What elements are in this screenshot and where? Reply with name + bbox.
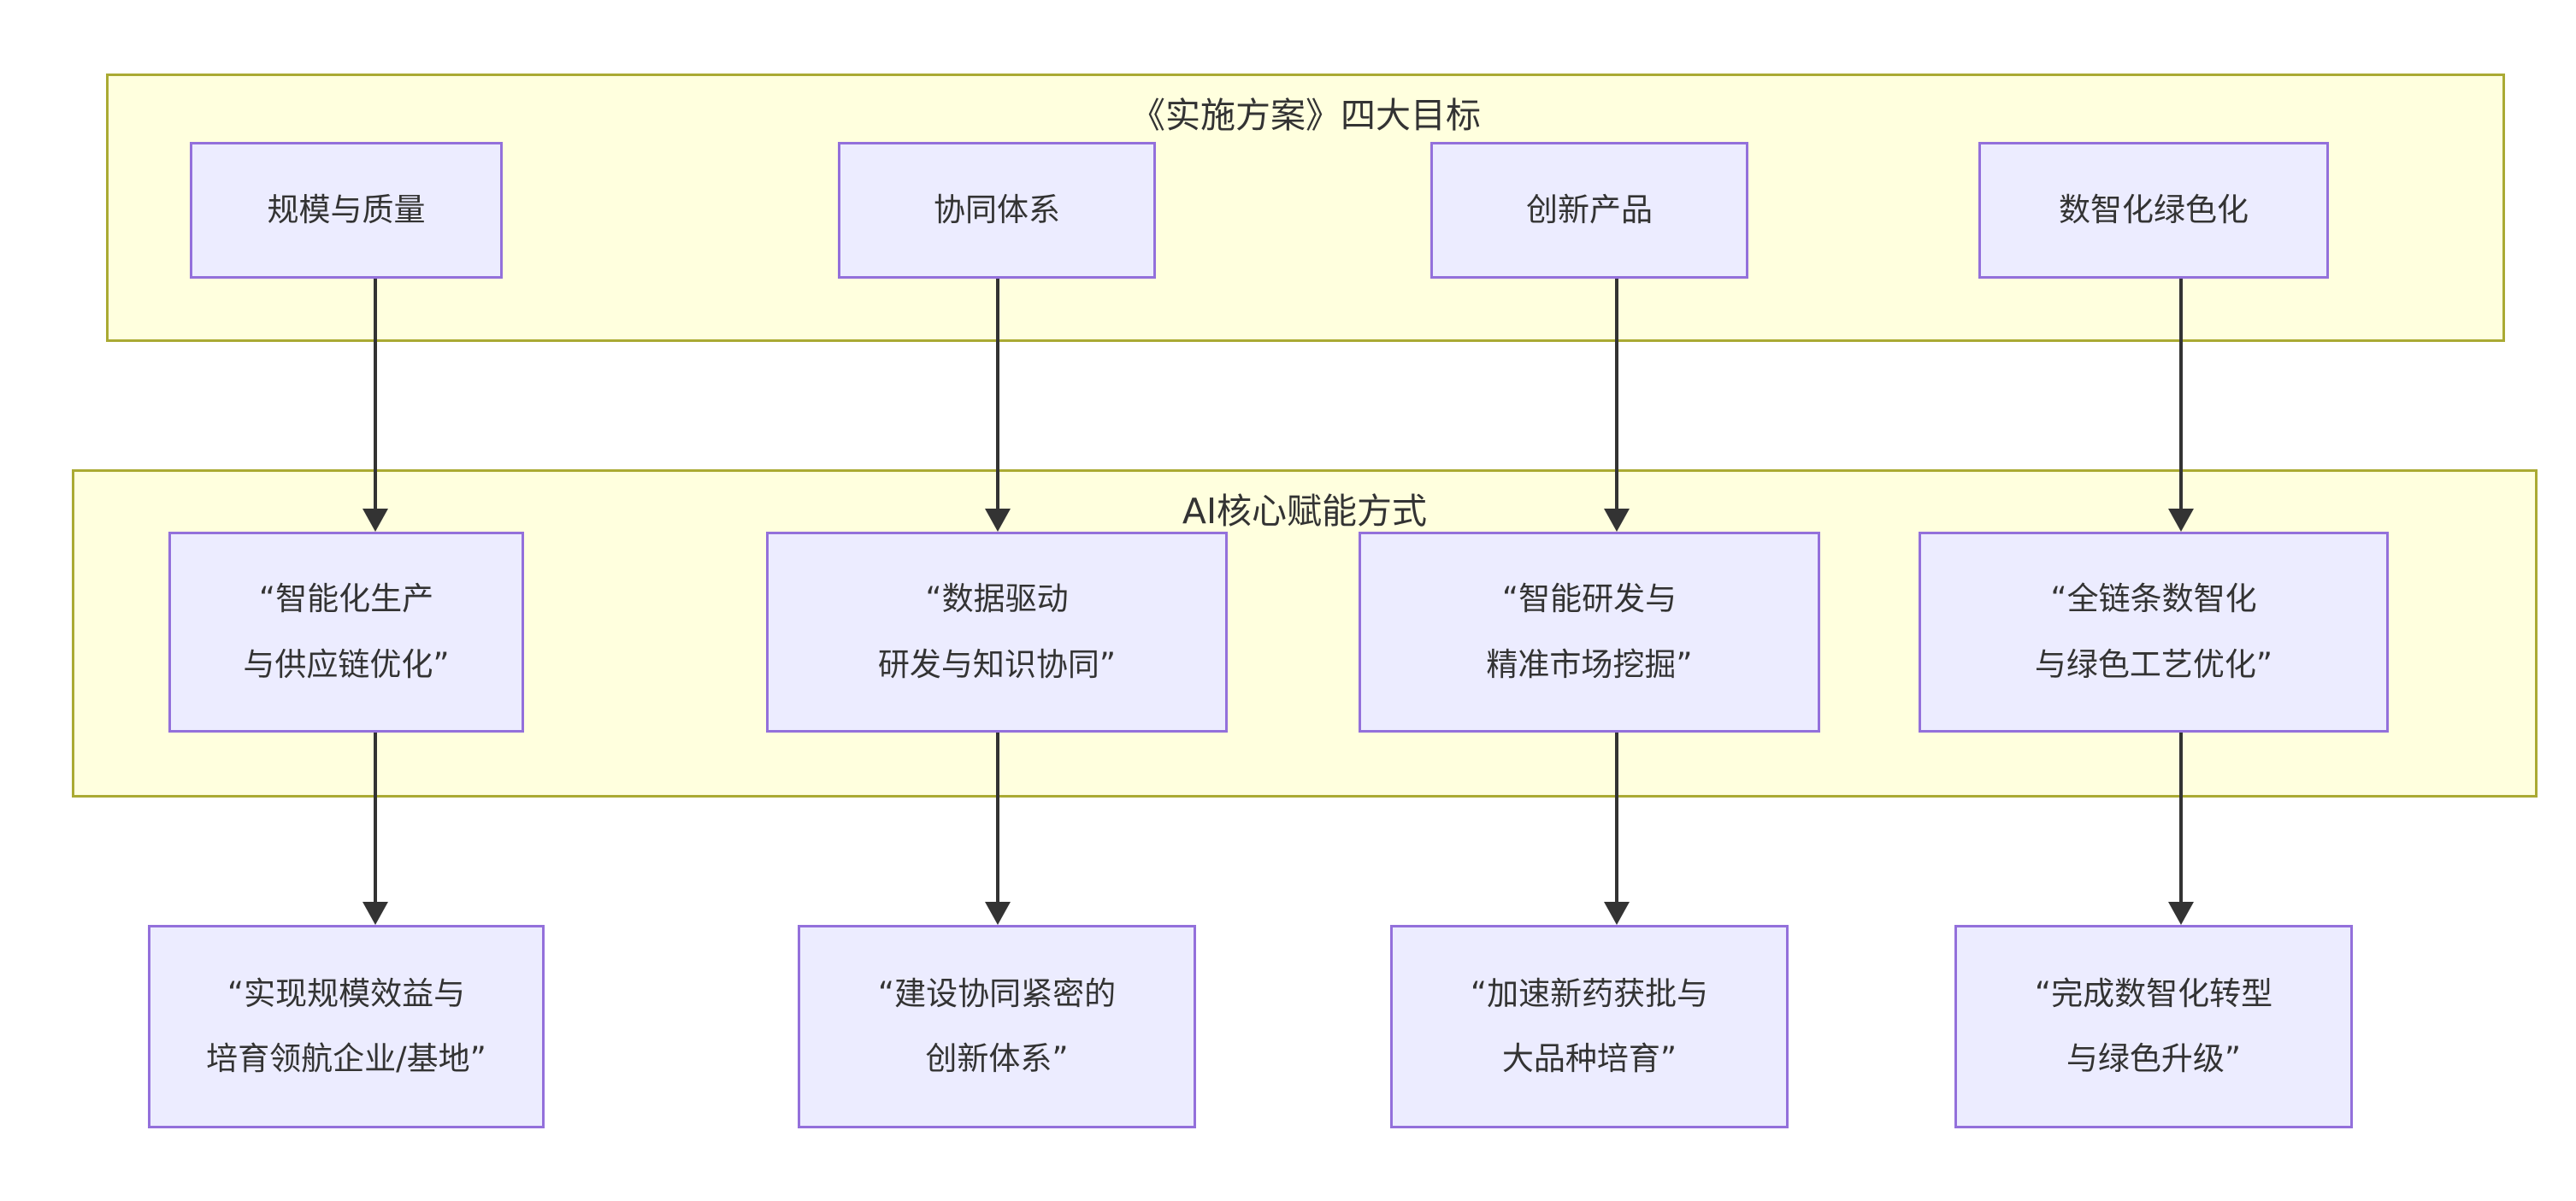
node-goal-3: 创新产品 bbox=[1430, 142, 1748, 279]
arrow-goal3-to-ai3 bbox=[1604, 279, 1630, 532]
node-ai-1-line2: 与供应链优化” bbox=[243, 645, 450, 683]
node-outcome-4: “完成数智化转型 与绿色升级” bbox=[1954, 925, 2353, 1128]
node-outcome-1-line1: “实现规模效益与 bbox=[227, 974, 466, 1012]
node-ai-4: “全链条数智化 与绿色工艺优化” bbox=[1919, 532, 2389, 733]
node-ai-1: “智能化生产 与供应链优化” bbox=[168, 532, 524, 733]
arrow-line bbox=[2179, 733, 2183, 906]
arrowhead-down-icon bbox=[1604, 902, 1630, 925]
node-outcome-4-line1: “完成数智化转型 bbox=[2034, 974, 2273, 1012]
arrow-line bbox=[996, 279, 999, 513]
node-ai-2-line1: “数据驱动 bbox=[925, 580, 1069, 618]
node-ai-3: “智能研发与 精准市场挖掘” bbox=[1359, 532, 1820, 733]
node-ai-1-line1: “智能化生产 bbox=[258, 580, 434, 618]
node-outcome-1-line2: 培育领航企业/基地” bbox=[206, 1040, 486, 1077]
node-outcome-1: “实现规模效益与 培育领航企业/基地” bbox=[148, 925, 545, 1128]
node-outcome-4-line2: 与绿色升级” bbox=[2066, 1040, 2242, 1077]
node-ai-2-line2: 研发与知识协同” bbox=[877, 645, 1117, 683]
node-outcome-2-line1: “建设协同紧密的 bbox=[877, 974, 1117, 1012]
node-outcome-3-line2: 大品种培育” bbox=[1501, 1040, 1677, 1077]
node-outcome-2-line2: 创新体系” bbox=[925, 1040, 1069, 1077]
arrowhead-down-icon bbox=[985, 902, 1011, 925]
node-goal-2-label: 协同体系 bbox=[934, 191, 1060, 228]
arrow-line bbox=[2179, 279, 2183, 513]
arrow-ai1-to-outcome1 bbox=[363, 733, 388, 925]
arrowhead-down-icon bbox=[363, 902, 388, 925]
node-goal-4-label: 数智化绿色化 bbox=[2059, 191, 2249, 228]
node-ai-3-line1: “智能研发与 bbox=[1501, 580, 1677, 618]
node-goal-1-label: 规模与质量 bbox=[267, 191, 426, 228]
arrow-line bbox=[1615, 279, 1618, 513]
node-goal-4: 数智化绿色化 bbox=[1978, 142, 2329, 279]
arrow-line bbox=[374, 733, 377, 906]
node-goal-2: 协同体系 bbox=[838, 142, 1156, 279]
arrow-line bbox=[996, 733, 999, 906]
group-title-ai: AI核心赋能方式 bbox=[1182, 491, 1428, 532]
arrowhead-down-icon bbox=[2168, 509, 2194, 532]
arrow-line bbox=[374, 279, 377, 513]
arrow-line bbox=[1615, 733, 1618, 906]
group-title-goals: 《实施方案》四大目标 bbox=[1130, 95, 1481, 136]
arrowhead-down-icon bbox=[985, 509, 1011, 532]
arrow-ai4-to-outcome4 bbox=[2168, 733, 2194, 925]
node-outcome-2: “建设协同紧密的 创新体系” bbox=[798, 925, 1196, 1128]
arrowhead-down-icon bbox=[1604, 509, 1630, 532]
node-goal-1: 规模与质量 bbox=[190, 142, 503, 279]
arrow-goal4-to-ai4 bbox=[2168, 279, 2194, 532]
arrowhead-down-icon bbox=[363, 509, 388, 532]
arrow-goal2-to-ai2 bbox=[985, 279, 1011, 532]
node-ai-3-line2: 精准市场挖掘” bbox=[1486, 645, 1693, 683]
arrowhead-down-icon bbox=[2168, 902, 2194, 925]
node-ai-4-line1: “全链条数智化 bbox=[2050, 580, 2257, 618]
node-outcome-3: “加速新药获批与 大品种培育” bbox=[1390, 925, 1789, 1128]
arrow-ai3-to-outcome3 bbox=[1604, 733, 1630, 925]
node-ai-2: “数据驱动 研发与知识协同” bbox=[766, 532, 1228, 733]
node-ai-4-line2: 与绿色工艺优化” bbox=[2034, 645, 2273, 683]
node-outcome-3-line1: “加速新药获批与 bbox=[1470, 974, 1709, 1012]
node-goal-3-label: 创新产品 bbox=[1526, 191, 1653, 228]
arrow-goal1-to-ai1 bbox=[363, 279, 388, 532]
arrow-ai2-to-outcome2 bbox=[985, 733, 1011, 925]
